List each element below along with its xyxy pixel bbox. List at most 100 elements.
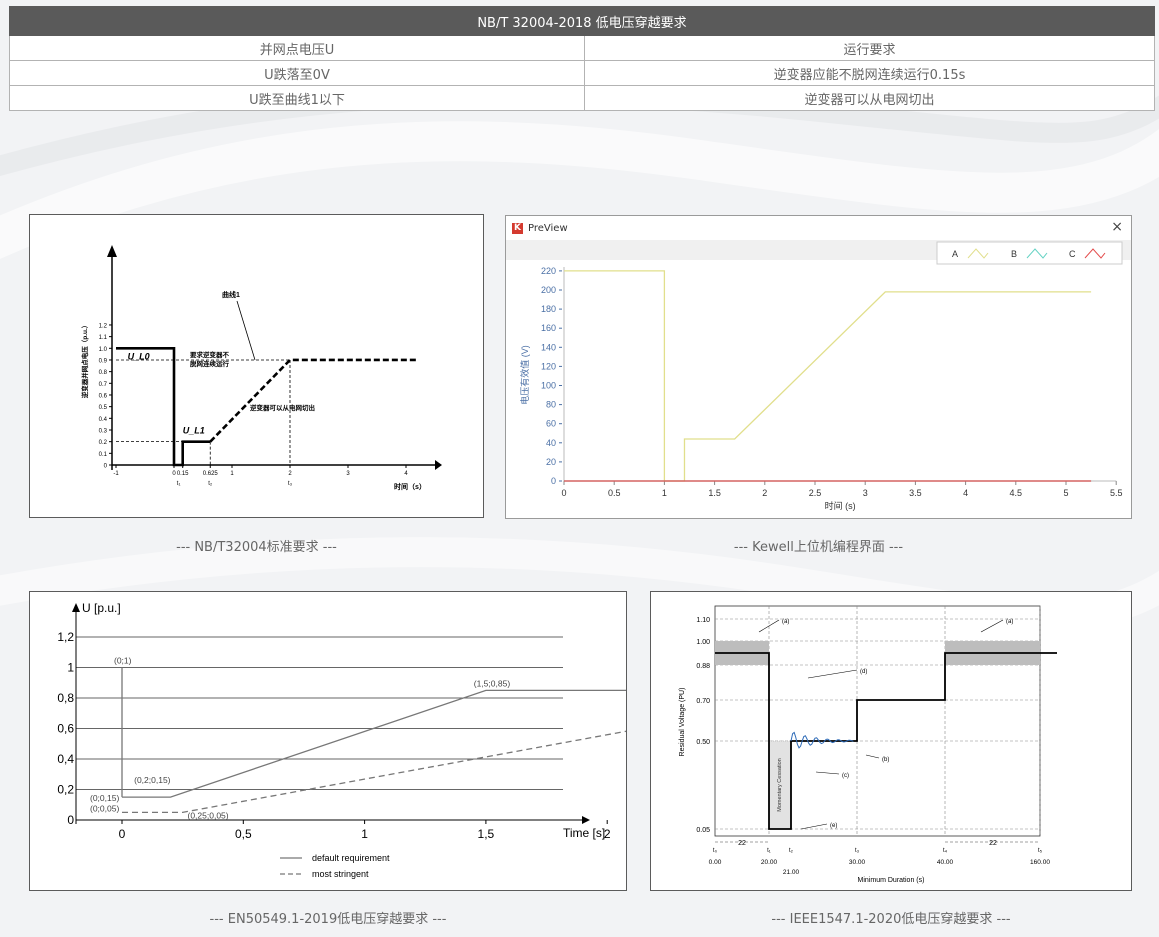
y-tick-label: 1.00 [696,639,710,646]
point-label: (0,25;0,05) [188,810,229,820]
y-axis-arrow [72,603,80,612]
ieee1547-lvrt-chart: Momentary Cessation 0.05 0.50 0.70 0.88 1.00 1… [679,605,1057,884]
series-line-A [564,270,1092,482]
y-tick-label: 0.5 [99,405,108,411]
x-axis-arrow [582,816,590,824]
x-tick-label: 1 [230,471,234,477]
y-tick-label: 0,4 [57,752,74,766]
y-tick-label: 120 [541,361,556,371]
x-tick-label: 5 [1063,488,1068,498]
t-label: t₃ [288,481,293,487]
close-icon[interactable]: × [1111,219,1123,235]
t-label: t₂ [208,481,213,487]
legend-label: B [1011,249,1017,259]
x-tick-label: 20.00 [761,859,778,866]
table-cell: U跌落至0V [9,60,585,86]
t-label: t₂ [789,848,794,854]
y-tick-label: 40 [546,438,556,448]
annotation-text: 要求逆变器不 [190,350,230,359]
callout-label: (b) [882,757,889,763]
callout-leader [807,669,858,679]
y-tick-label: 1 [67,661,74,675]
lvrt-requirement-table: NB/T 32004-2018 低电压穿越要求 并网点电压U 运行要求 U跌落至… [9,6,1155,111]
point-label: (0;0,15) [90,793,119,803]
x-tick-label: 0.625 [203,471,219,477]
annotation-UL1: U_L1 [183,426,205,436]
y-tick-label: 0.88 [696,663,710,670]
x-tick-label: 1,5 [478,827,495,841]
y-tick-label: 0.9 [99,358,108,364]
y-tick-label: 0.2 [99,440,108,446]
t-label: t₅ [1038,848,1043,854]
legend-label: default requirement [312,853,390,863]
legend-label: A [952,249,958,259]
y-tick-label: 0.70 [696,698,710,705]
y-axis-label: U [p.u.] [82,601,121,615]
point-label: (0;0,05) [90,803,119,813]
ieee1547-chart-panel: Momentary Cessation 0.05 0.50 0.70 0.88 1.00 1… [650,591,1132,891]
y-tick-label: 1.2 [99,323,108,329]
x-axis-label: 时间 (s) [825,500,856,511]
x-tick-label: 160.00 [1030,859,1050,866]
table-cell: 逆变器可以从电网切出 [584,85,1155,111]
gap-label: 22 [989,840,997,847]
x-tick-label: 0.00 [709,859,722,866]
y-tick-label: 0.8 [99,370,108,376]
preview-titlebar: K PreView × [506,216,1131,240]
window-title: PreView [528,222,568,234]
annotation-curve1: 曲线1 [222,290,240,299]
series-line-1 [209,358,418,443]
y-axis-label: 电压有效值 (V) [519,345,530,405]
y-tick-label: 0.6 [99,393,108,399]
table-cell: U跌至曲线1以下 [9,85,585,111]
caption-en: --- EN50549.1-2019低电压穿越要求 --- [209,912,447,927]
series-line-1 [122,689,996,814]
x-tick-label: 0,5 [235,827,252,841]
x-axis-arrow [435,460,442,470]
x-tick-label: 3 [863,488,868,498]
legend-swatch [1026,248,1048,259]
x-tick-label: 0.5 [608,488,621,498]
callout-label: (d) [860,669,867,675]
gap-label: 22 [738,840,746,847]
table-cell: 逆变器应能不脱网连续运行0.15s [584,60,1155,86]
y-tick-label: 200 [541,285,556,295]
x-tick-label: -1 [113,471,119,477]
y-axis-label: Residual Voltage (PU) [679,688,686,757]
x-axis-label: 时间（s） [394,482,426,491]
x-tick-label: 5.5 [1110,488,1123,498]
legend-swatch [1084,248,1106,259]
y-tick-label: 140 [541,342,556,352]
callout-label: (a) [782,619,789,625]
y-tick-label: 0 [551,476,556,486]
y-tick-label: 0.05 [696,827,710,834]
annotation-text: 逆变器可以从电网切出 [250,403,315,412]
callout-label: (a) [1006,619,1013,625]
x-tick-label: 40.00 [937,859,954,866]
x-tick-label: 2 [604,827,611,841]
y-tick-label: 1,2 [57,630,74,644]
y-tick-label: 1.1 [99,335,108,341]
annotation-leader [236,300,256,361]
t-label: t₀ [713,848,718,854]
t-label: t₁ [177,481,181,487]
app-logo-icon: K [512,222,523,234]
x-axis-label: Minimum Duration (s) [858,877,925,884]
annotation-text: 脱网连续运行 [190,359,230,368]
x-tick-label: 3 [346,471,350,477]
callout-leader [758,619,780,633]
y-tick-label: 220 [541,266,556,276]
point-label: (0,2;0,15) [134,775,171,785]
y-tick-label: 0,8 [57,691,74,705]
y-tick-label: 0.50 [696,739,710,746]
callout-leader [800,823,828,830]
x-tick-label: 0 [561,488,566,498]
legend-box [936,241,1123,265]
rotated-label: Momentary Cessation [777,758,783,812]
table-title: NB/T 32004-2018 低电压穿越要求 [9,6,1155,36]
x-tick-label: 2 [288,471,292,477]
